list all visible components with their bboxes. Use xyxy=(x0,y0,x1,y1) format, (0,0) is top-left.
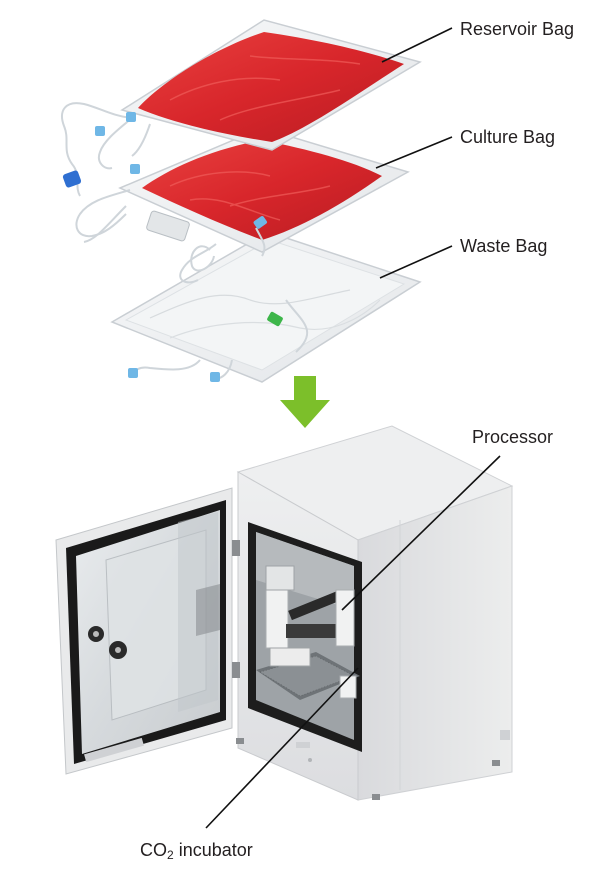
label-co2-incubator: CO2 incubator xyxy=(140,840,253,862)
label-processor: Processor xyxy=(472,427,554,447)
leader-reservoir xyxy=(381,27,453,63)
leader-waste xyxy=(379,245,453,279)
waste-bag xyxy=(110,231,422,383)
processor-unit xyxy=(265,565,357,699)
label-waste-bag: Waste Bag xyxy=(460,236,548,256)
green-down-arrow xyxy=(280,376,330,428)
incubator-door xyxy=(55,487,240,775)
leader-culture xyxy=(375,136,453,169)
label-reservoir-bag: Reservoir Bag xyxy=(460,19,575,39)
reservoir-bag xyxy=(61,19,422,197)
label-culture-bag: Culture Bag xyxy=(460,127,556,147)
leader-incubator xyxy=(205,667,359,829)
label-co2-suffix: incubator xyxy=(173,840,253,860)
leader-lines xyxy=(205,27,501,829)
label-co2-prefix: CO xyxy=(140,840,167,860)
blue-clamp xyxy=(62,170,82,188)
label-co2-subscript: 2 xyxy=(167,848,174,862)
co2-incubator xyxy=(55,425,514,801)
leader-processor xyxy=(341,455,501,611)
green-connector xyxy=(267,311,283,327)
culture-bag xyxy=(75,127,410,284)
